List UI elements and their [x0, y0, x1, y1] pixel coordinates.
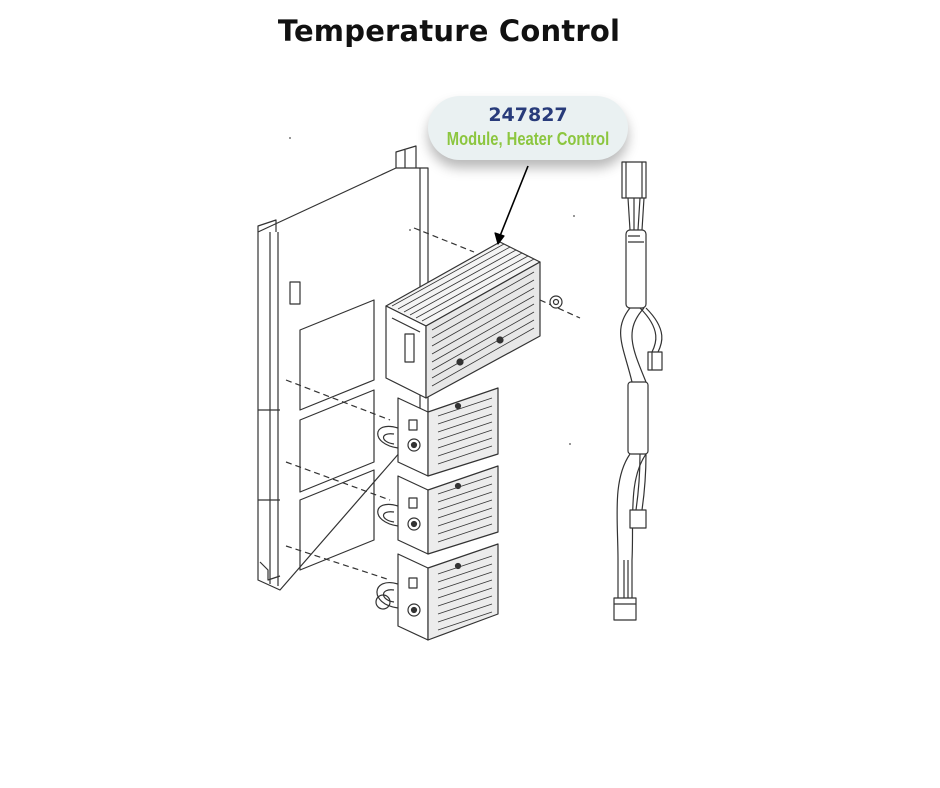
part-callout-label: 247827 Module, Heater Control	[428, 96, 628, 160]
part-name-label: Module, Heater Control	[446, 129, 610, 149]
heater-control-module	[385, 241, 581, 399]
callout-leader-arrow	[494, 165, 529, 245]
scan-specks	[289, 137, 575, 445]
wire-harness	[613, 161, 663, 621]
page-title: Temperature Control	[277, 14, 621, 48]
part-number-label: 247827	[488, 104, 568, 126]
heater-module-stack	[375, 387, 499, 641]
